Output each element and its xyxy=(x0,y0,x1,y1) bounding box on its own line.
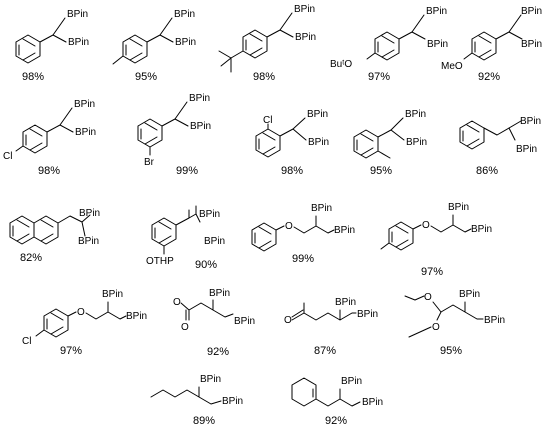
bpin-label: BPin xyxy=(175,37,196,48)
compound-17: O BPin BPin 87% xyxy=(284,297,378,357)
oxygen-label: O xyxy=(284,315,292,326)
bpin-label: BPin xyxy=(405,109,426,120)
bpin-label: BPin xyxy=(516,144,537,155)
yield-label: 86% xyxy=(476,165,498,177)
bpin-label: BPin xyxy=(427,39,448,50)
yield-label: 90% xyxy=(195,259,217,271)
bpin-label: BPin xyxy=(459,289,480,300)
bpin-label: BPin xyxy=(406,137,427,148)
compound-12: OTHP BPin BPin 90% xyxy=(146,205,225,271)
compound-1: BPin BPin 98% xyxy=(15,9,89,83)
othp-label: OTHP xyxy=(146,256,174,267)
bpin-label: BPin xyxy=(307,109,328,120)
yield-label: 97% xyxy=(60,345,82,357)
oxygen-label: O xyxy=(422,220,430,231)
bpin-label: BPin xyxy=(294,4,315,15)
compound-14: O BPin BPin 97% xyxy=(380,202,492,278)
yield-label: 92% xyxy=(478,71,500,83)
compound-2: BPin BPin 95% xyxy=(112,9,196,83)
yield-label: 92% xyxy=(207,346,229,358)
bpin-label: BPin xyxy=(295,32,316,43)
bpin-label: BPin xyxy=(204,236,225,247)
bpin-label: BPin xyxy=(75,127,96,138)
yield-label: 99% xyxy=(292,253,314,265)
bpin-label: BPin xyxy=(448,202,469,213)
chloro-label: Cl xyxy=(22,336,31,347)
methoxy-label: MeO xyxy=(441,61,463,72)
yield-label: 95% xyxy=(135,71,157,83)
yield-label: 97% xyxy=(421,266,443,278)
oxygen-label: O xyxy=(173,297,181,308)
bpin-label: BPin xyxy=(521,6,542,17)
bpin-label: BPin xyxy=(341,376,362,387)
bpin-label: BPin xyxy=(126,311,147,322)
bpin-label: BPin xyxy=(234,316,255,327)
compound-9: BPin BPin 95% xyxy=(353,109,427,177)
bpin-label: BPin xyxy=(79,208,100,219)
compound-7: Br BPin BPin 99% xyxy=(137,93,211,177)
bpin-label: BPin xyxy=(521,39,542,50)
bpin-label: BPin xyxy=(78,236,99,247)
bpin-label: BPin xyxy=(484,315,505,326)
bpin-label: BPin xyxy=(335,297,356,308)
bpin-label: BPin xyxy=(209,288,230,299)
bpin-label: BPin xyxy=(174,9,195,20)
yield-label: 97% xyxy=(368,71,390,83)
oxygen-label: O xyxy=(77,307,85,318)
tert-butoxy-label: BuᵗO xyxy=(330,59,352,70)
bromo-label: Br xyxy=(144,157,155,168)
yield-label: 95% xyxy=(440,345,462,357)
yield-label: 82% xyxy=(20,252,42,264)
bpin-label: BPin xyxy=(334,225,355,236)
bpin-label: BPin xyxy=(190,121,211,132)
compound-4: BuᵗO BPin BPin 97% xyxy=(330,6,448,83)
compound-11: BPin BPin 82% xyxy=(9,208,100,264)
bpin-label: BPin xyxy=(471,224,492,235)
chloro-label: Cl xyxy=(263,115,272,126)
bpin-label: BPin xyxy=(199,209,220,220)
compound-20: BPin BPin 92% xyxy=(291,376,383,427)
bpin-label: BPin xyxy=(200,374,221,385)
compound-13: O BPin BPin 99% xyxy=(251,203,355,265)
bpin-label: BPin xyxy=(311,203,332,214)
yield-label: 89% xyxy=(193,415,215,427)
yield-label: 92% xyxy=(325,415,347,427)
bpin-label: BPin xyxy=(362,397,383,408)
compound-8: Cl BPin BPin 98% xyxy=(255,109,329,177)
bpin-label: BPin xyxy=(102,289,123,300)
bpin-label: BPin xyxy=(189,93,210,104)
chloro-label: Cl xyxy=(3,151,12,162)
yield-label: 98% xyxy=(38,165,60,177)
bpin-label: BPin xyxy=(222,396,243,407)
oxygen-label: O xyxy=(424,292,432,303)
yield-label: 87% xyxy=(314,345,336,357)
compound-3: BPin BPin 98% xyxy=(218,4,316,83)
yield-label: 95% xyxy=(370,165,392,177)
yield-label: 99% xyxy=(176,165,198,177)
bpin-label: BPin xyxy=(520,116,541,127)
oxygen-label: O xyxy=(285,221,293,232)
yield-label: 98% xyxy=(281,165,303,177)
compound-19: BPin BPin 89% xyxy=(150,374,243,427)
bpin-label: BPin xyxy=(308,137,329,148)
bpin-label: BPin xyxy=(68,37,89,48)
compound-5: MeO BPin BPin 92% xyxy=(441,6,542,83)
compound-10: BPin BPin 86% xyxy=(459,116,541,177)
bpin-label: BPin xyxy=(74,99,95,110)
oxygen-label: O xyxy=(432,322,440,333)
bpin-label: BPin xyxy=(67,9,88,20)
bpin-label: BPin xyxy=(426,6,447,17)
compound-6: Cl BPin BPin 98% xyxy=(3,99,96,177)
yield-label: 98% xyxy=(253,71,275,83)
compound-18: O O BPin BPin 95% xyxy=(404,289,505,357)
compound-16: O O BPin BPin 92% xyxy=(173,288,255,358)
compound-15: Cl O BPin BPin 97% xyxy=(22,289,147,357)
oxygen-label: O xyxy=(181,322,189,333)
yield-label: 98% xyxy=(22,71,44,83)
bpin-label: BPin xyxy=(357,309,378,320)
